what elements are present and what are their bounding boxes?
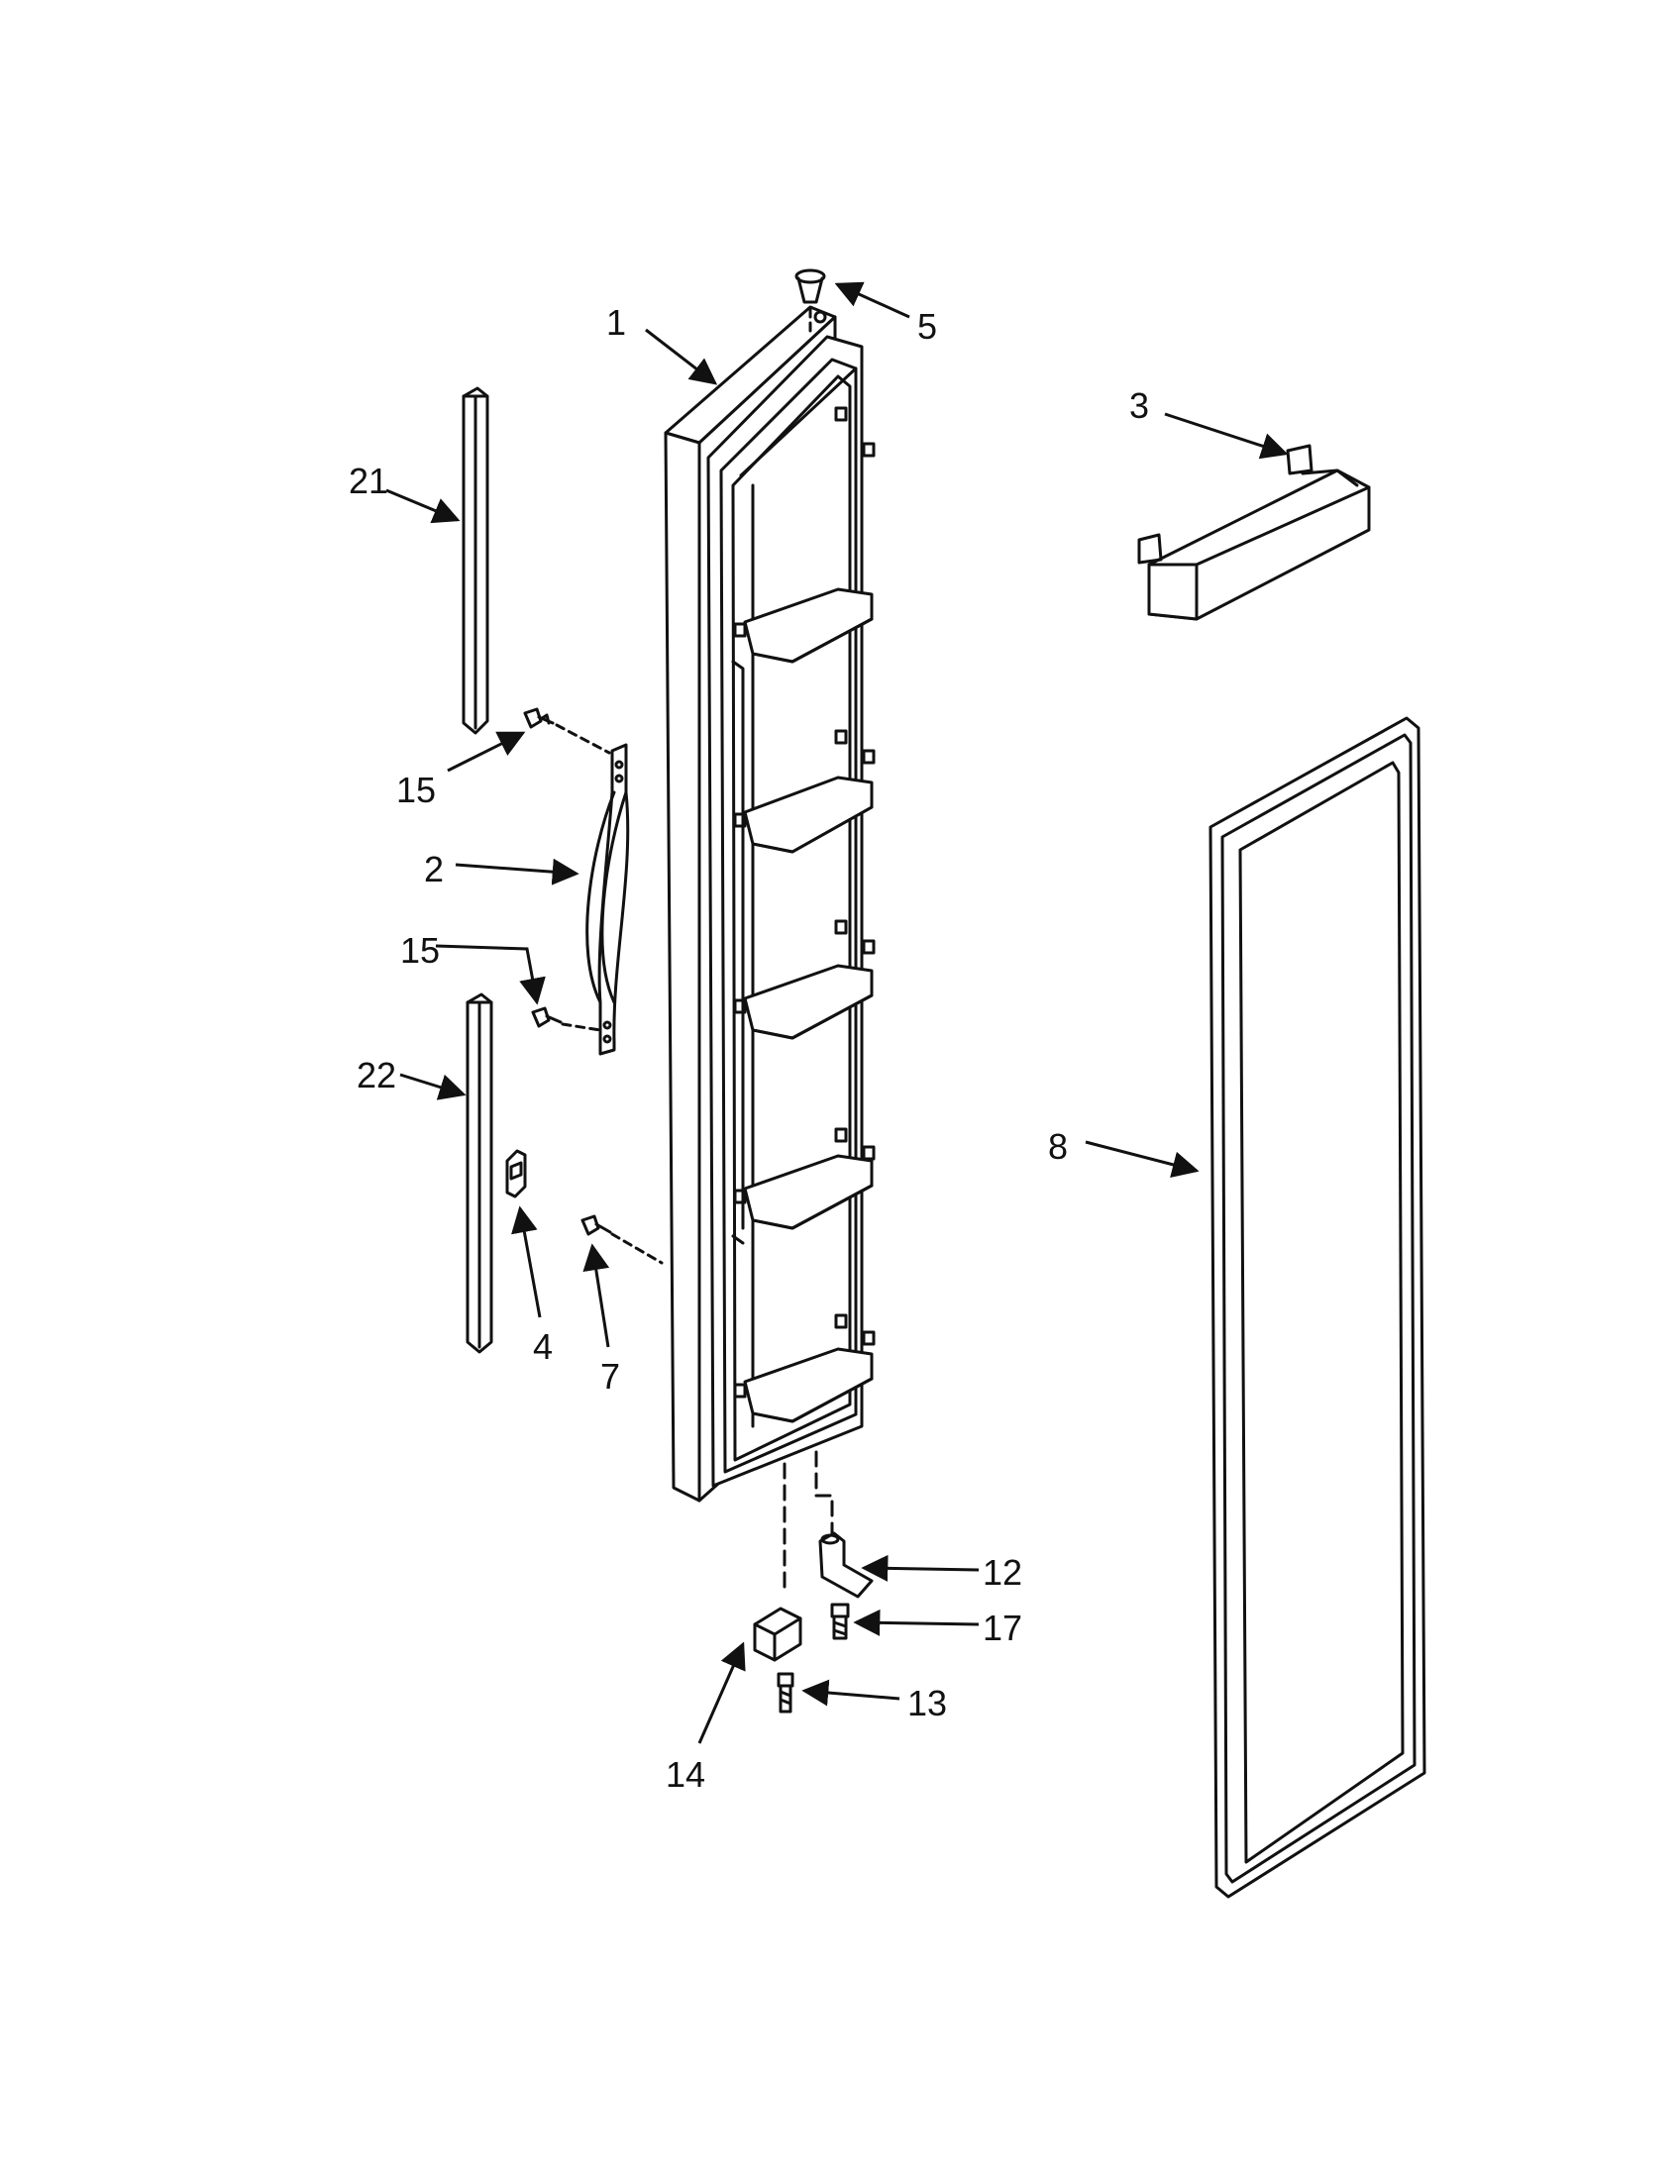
hinge-lines <box>783 1450 834 1597</box>
callout-22: 22 <box>357 1055 396 1095</box>
screw-13 <box>777 1672 794 1714</box>
callout-2: 2 <box>424 849 444 889</box>
hinge-block-14 <box>753 1607 802 1662</box>
callout-labels: 1 2 3 4 5 7 8 12 13 14 15 15 17 21 22 <box>349 302 1149 1795</box>
callout-4: 4 <box>533 1326 553 1367</box>
callout-8: 8 <box>1048 1126 1068 1167</box>
callout-17: 17 <box>983 1608 1022 1648</box>
door-assembly <box>664 305 864 1503</box>
shelf-group <box>731 406 876 1423</box>
callout-12: 12 <box>983 1552 1022 1593</box>
screw-17 <box>830 1603 850 1640</box>
callout-14: 14 <box>666 1754 705 1795</box>
handle-screw-lower <box>531 1006 602 1032</box>
callout-1: 1 <box>606 302 626 343</box>
callout-15-upper: 15 <box>396 770 436 810</box>
shelf-bin <box>1137 444 1371 621</box>
callout-5: 5 <box>917 306 937 347</box>
callout-3: 3 <box>1129 385 1149 426</box>
trim-clip <box>505 1149 527 1198</box>
trim-strip-lower <box>466 992 493 1354</box>
trim-strip-upper <box>462 386 489 735</box>
screw-7 <box>580 1214 664 1265</box>
callout-7: 7 <box>600 1356 620 1397</box>
handle-screw-upper <box>523 707 611 755</box>
door-gasket <box>1208 716 1426 1899</box>
callout-15-lower: 15 <box>400 930 440 971</box>
callout-13: 13 <box>907 1683 947 1723</box>
callout-21: 21 <box>349 461 388 501</box>
hinge-bracket-12 <box>818 1531 874 1599</box>
door-handle <box>585 743 630 1056</box>
hinge-pin-top <box>794 268 827 334</box>
leader-lines <box>385 281 1289 1744</box>
